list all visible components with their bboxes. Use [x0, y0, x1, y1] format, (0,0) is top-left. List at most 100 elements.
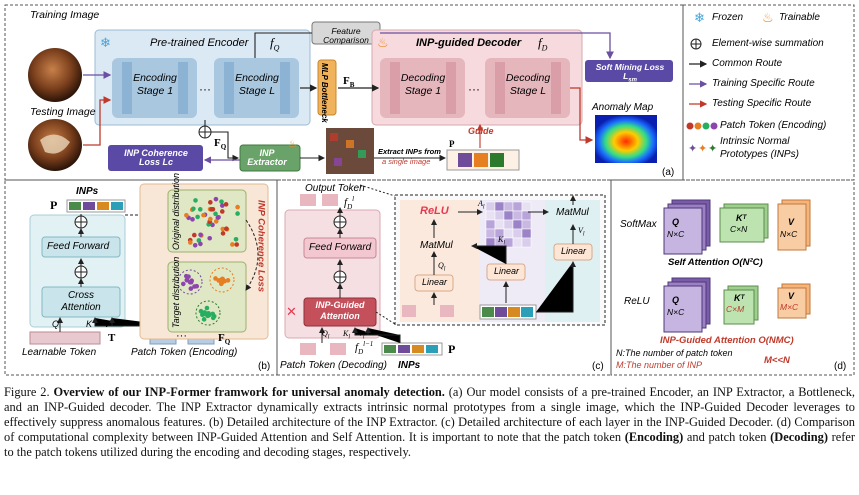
scatter-point [219, 199, 224, 204]
attention-cell [503, 210, 514, 221]
legend-common-route: Common Route [712, 58, 783, 69]
kt-letter-d2: Kᵀ [734, 293, 745, 303]
decoder-label: INP-guided Decoder [416, 37, 522, 49]
scatter-point [191, 232, 197, 238]
attention-cell [485, 210, 496, 221]
feed-forward-b-label: Feed Forward [47, 241, 110, 252]
cluster-point [188, 286, 194, 291]
feature-comparison-label: Feature Comparison [323, 26, 369, 45]
enc-dots: ··· [199, 82, 211, 96]
cluster-point [210, 311, 216, 317]
enc-stage1-box [112, 58, 197, 118]
figure-caption: Figure 2. Overview of our INP-Former fra… [4, 385, 855, 460]
fq-label-b: FQ [218, 332, 231, 347]
cluster-point [204, 305, 210, 311]
attention-cell [485, 228, 496, 239]
kt-letter-d1: Kᵀ [736, 213, 747, 223]
coherence-loss-label-b: INP Coherence Loss [255, 200, 267, 293]
inp-guided-attention-label: INP-Guided Attention [315, 300, 365, 321]
legend-patch-token: Patch Token (Encoding) [720, 120, 827, 131]
kt-dim-d1: C×N [730, 224, 748, 234]
legend: ❄ ♨ ✦✦✦ [686, 10, 774, 155]
panel-d-label: (d) [834, 361, 847, 372]
scatter-point [208, 200, 213, 205]
output-token-label: Output Token [305, 183, 365, 194]
anomaly-map [595, 115, 657, 163]
svg-text:✕: ✕ [286, 304, 297, 319]
original-distribution-label: Original distribution [171, 172, 181, 250]
frozen-icon: ❄ [100, 35, 111, 50]
testing-image-label: Testing Image [30, 106, 96, 118]
q-letter-d2: Q [672, 295, 680, 305]
scatter-point [230, 242, 235, 247]
anomaly-map-label: Anomaly Map [592, 102, 654, 113]
kt-dim-d2: C×M [726, 304, 745, 314]
linear3-label: Linear [561, 246, 587, 256]
dec-dots: ··· [468, 82, 480, 96]
extract-text-1: Extract INPs from [378, 147, 441, 156]
cluster-point [206, 312, 212, 318]
vl-label: Vl [578, 226, 585, 238]
relu-label-d: ReLU [624, 296, 650, 307]
p-label-a: P [449, 139, 455, 149]
svg-text:✦: ✦ [688, 143, 697, 155]
attention-matrix [485, 201, 532, 248]
mlp-bottleneck-box [317, 59, 337, 116]
attention-cell [512, 219, 523, 230]
ql-label: Ql [438, 261, 446, 273]
dec-stageL-label: Decoding Stage L [505, 72, 551, 97]
cluster-point [184, 277, 190, 283]
scatter-point [213, 211, 218, 217]
scatter-point [213, 219, 219, 224]
trainable-icon-decoder: ♨ [377, 35, 389, 50]
attention-cell [494, 219, 505, 230]
scatter-point [233, 236, 239, 242]
scatter-point [234, 242, 240, 247]
legend-frozen: Frozen [712, 12, 744, 23]
m-def: M:The number of INP [616, 360, 703, 370]
linear1-label: Linear [422, 277, 448, 287]
cluster-point [210, 315, 216, 321]
enc-stage1-label: Encoding Stage 1 [133, 72, 177, 97]
scatter-point [235, 211, 240, 216]
soft-mining-box [585, 60, 673, 82]
linear2-label: Linear [494, 266, 520, 276]
caption-title: Overview of our INP-Former framwork for … [53, 385, 445, 399]
scatter-point [219, 209, 225, 214]
attention-cell [494, 201, 505, 212]
caption-body-2: and patch token [683, 430, 771, 444]
inp-extractor-label: INP Extractor [247, 148, 287, 167]
scatter-point [207, 235, 212, 241]
inp-guided-label-d: INP-Guided Attention O(NMC) [660, 335, 794, 346]
attention-cell [503, 219, 514, 230]
scatter-point [196, 238, 202, 243]
encoder-symbol: fQ [270, 35, 280, 53]
legend-elementwise: Element-wise summation [712, 38, 824, 49]
scatter-point [220, 226, 226, 232]
panel-a-label: (a) [662, 167, 675, 178]
soft-mining-label: Soft Mining Loss Lsm [595, 62, 665, 84]
scatter-point [201, 212, 206, 218]
self-attention-label: Self Attention O(N²C) [668, 257, 763, 268]
scatter-point [195, 214, 200, 220]
mlp-bottleneck-label: MLP Bottleneck [320, 63, 329, 123]
patch-grid [326, 128, 374, 174]
attention-cell [521, 219, 532, 230]
attention-cell [521, 228, 532, 239]
caption-enc: (Encoding) [624, 430, 684, 444]
pretrained-encoder-label: Pre-trained Encoder [150, 37, 249, 49]
scatter-point [219, 203, 225, 208]
patch-token-label-b: Patch Token (Encoding) [131, 347, 238, 358]
v-label-b: V [104, 319, 111, 329]
attn-bg-orange [400, 200, 480, 322]
cluster-point [180, 281, 186, 287]
cluster-point [198, 308, 204, 314]
panel-d-graphics [663, 199, 811, 333]
vl-label-c: Vl [358, 329, 365, 341]
scatter-point [208, 216, 213, 222]
al-label: Al [478, 199, 485, 211]
svg-text:✦: ✦ [698, 143, 707, 155]
q-label-b: Q [52, 319, 60, 329]
v-letter-d2: V [788, 291, 795, 301]
cluster-point [225, 278, 231, 283]
